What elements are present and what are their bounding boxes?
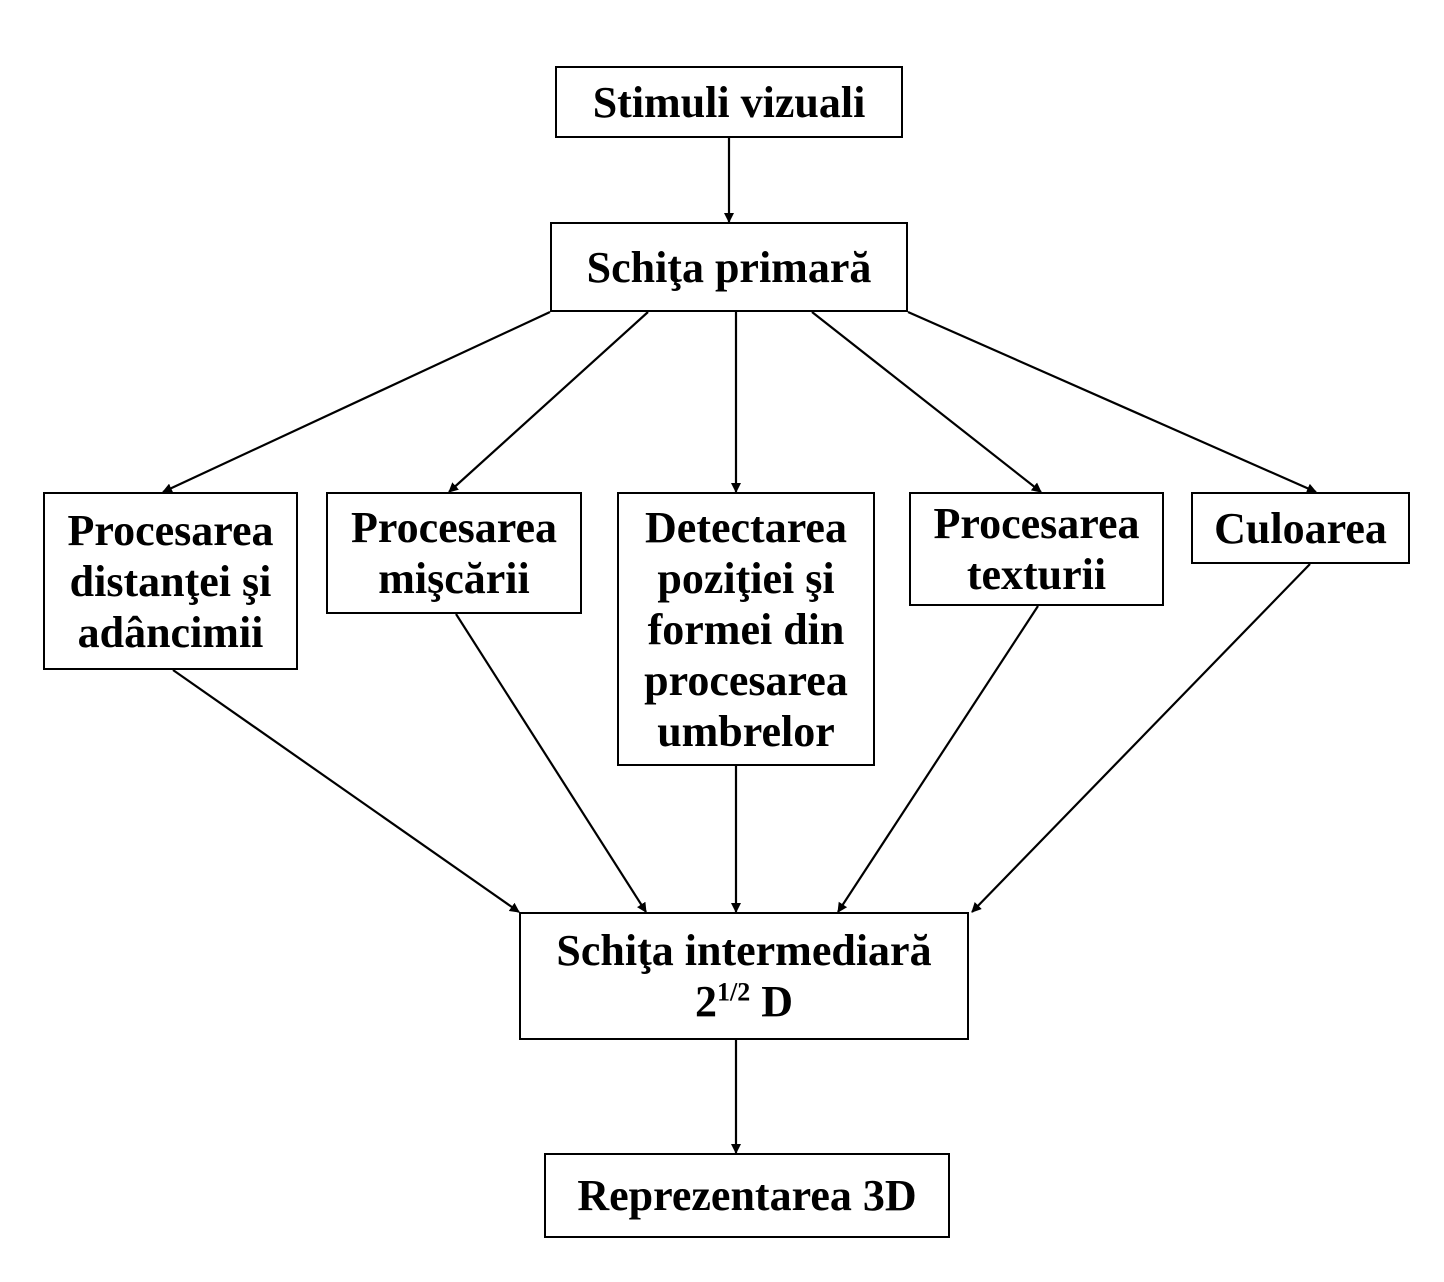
- node-label: Culoarea: [1214, 503, 1387, 553]
- node-schita-intermediara: Schiţa intermediară 21/2 D: [519, 912, 969, 1040]
- node-detectarea-pozitiei: Detectarea poziţiei şi formei din proces…: [617, 492, 875, 766]
- label-base: 2: [694, 977, 717, 1026]
- node-procesarea-distantei: Procesarea distanţei şi adâncimii: [43, 492, 298, 670]
- node-reprezentarea-3d: Reprezentarea 3D: [544, 1153, 950, 1238]
- node-label: Stimuli vizuali: [592, 77, 866, 127]
- arrow-textura-to-inter: [837, 605, 1039, 913]
- node-label: Procesarea texturii: [933, 499, 1140, 599]
- node-label-line2: 21/2 D: [695, 976, 793, 1027]
- node-schita-primara: Schiţa primară: [550, 222, 908, 312]
- node-culoarea: Culoarea: [1191, 492, 1410, 564]
- arrow-culoare-to-inter: [971, 563, 1311, 913]
- arrow-distanta-to-inter: [172, 669, 520, 913]
- arrow-miscare-to-inter: [455, 613, 647, 913]
- node-stimuli-vizuali: Stimuli vizuali: [555, 66, 903, 138]
- node-label: Schiţa primară: [586, 242, 872, 292]
- label-unit: D: [761, 977, 793, 1026]
- node-label: Reprezentarea 3D: [577, 1171, 917, 1220]
- arrow-primara-to-textura: [811, 311, 1042, 493]
- label-superscript: 1/2: [716, 977, 751, 1007]
- node-label-line1: Schiţa intermediară: [556, 926, 932, 975]
- arrow-primara-to-miscare: [448, 311, 649, 493]
- arrow-primara-to-distanta: [162, 311, 551, 493]
- arrow-primara-to-culoare: [907, 310, 1317, 494]
- node-procesarea-miscarii: Procesarea mişcării: [326, 492, 582, 614]
- node-label: Detectarea poziţiei şi formei din proces…: [644, 502, 848, 756]
- node-label: Procesarea mişcării: [350, 503, 558, 603]
- node-label: Procesarea distanţei şi adâncimii: [67, 505, 274, 657]
- node-procesarea-texturii: Procesarea texturii: [909, 492, 1164, 606]
